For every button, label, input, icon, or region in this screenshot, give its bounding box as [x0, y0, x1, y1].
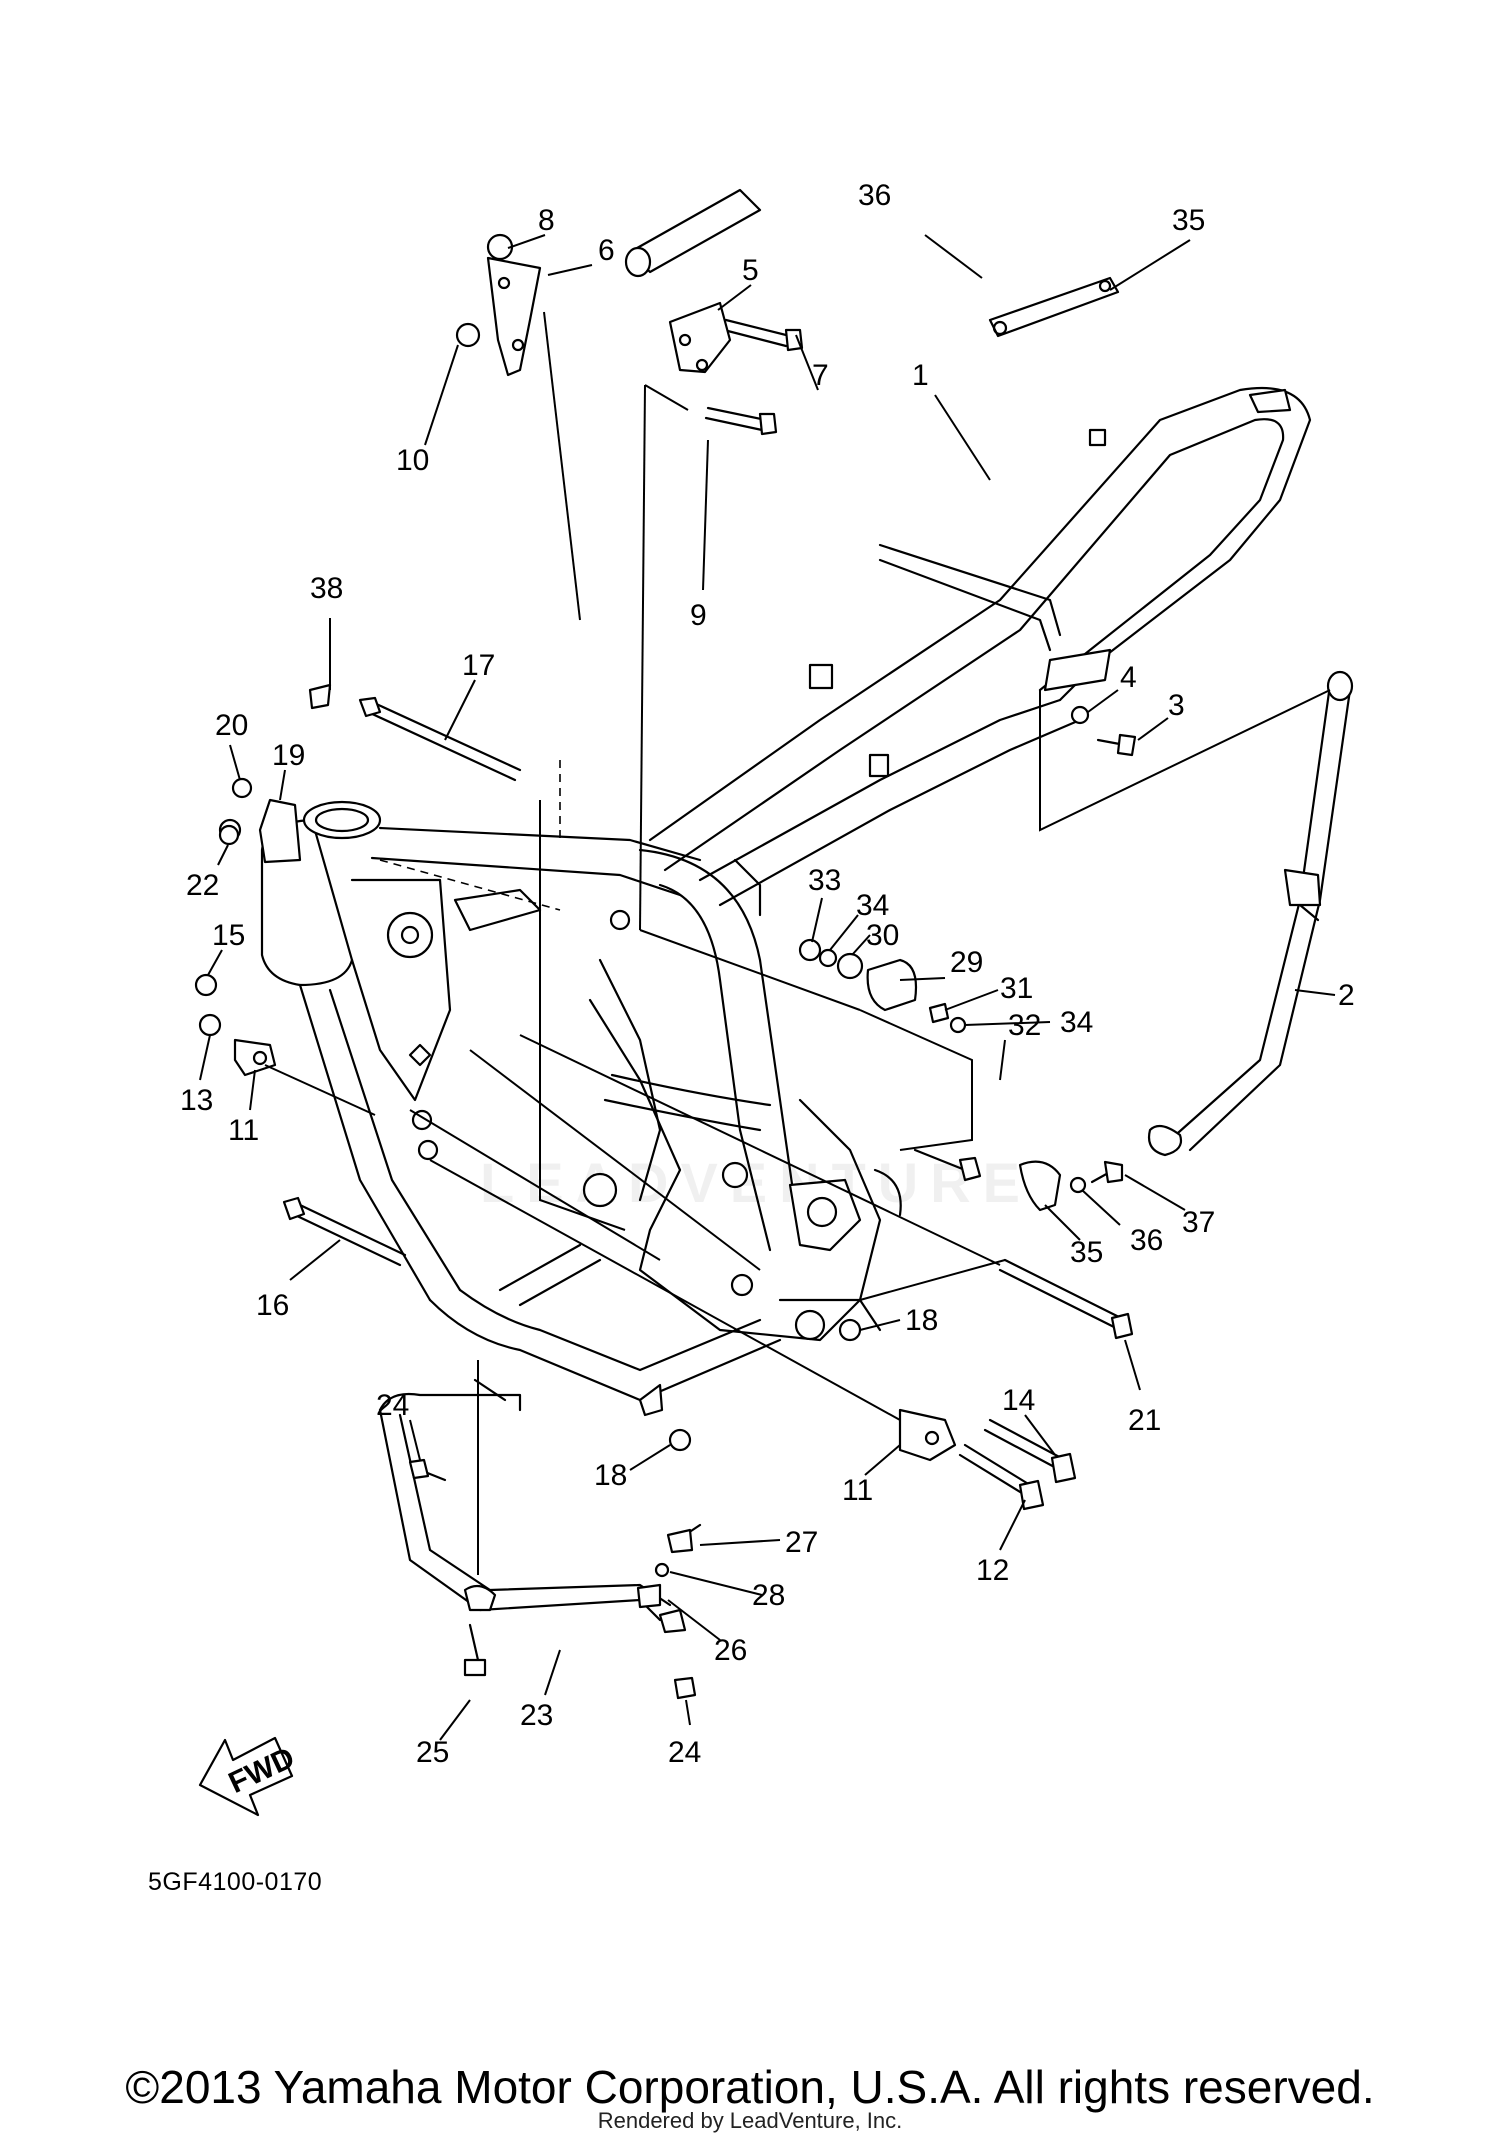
watermark: LEADVENTURE [480, 1151, 1033, 1214]
callout-10: 10 [396, 444, 429, 477]
callout-28: 28 [752, 1579, 785, 1612]
callouts: 36 35 1 2 3 4 5 6 7 8 9 10 11 11 12 13 1… [180, 179, 1355, 1769]
callout-36: 36 [1130, 1224, 1163, 1257]
main-frame [260, 800, 902, 1417]
callout-31: 31 [1000, 972, 1033, 1005]
callout-29: 29 [950, 946, 983, 979]
callout-19: 19 [272, 739, 305, 772]
callout-22: 22 [186, 869, 219, 902]
tools [624, 188, 1120, 338]
callout-4: 4 [1120, 661, 1137, 694]
callout-37: 37 [1182, 1206, 1215, 1239]
callout-39: 35 [1172, 204, 1205, 237]
callout-34-top: 34 [856, 889, 889, 922]
callout-16: 16 [256, 1289, 289, 1322]
callout-14: 14 [1002, 1384, 1035, 1417]
callout-30: 30 [866, 919, 899, 952]
callout-7: 7 [812, 359, 829, 392]
callout-26: 26 [714, 1634, 747, 1667]
callout-33: 33 [808, 864, 841, 897]
callout-3: 3 [1168, 689, 1185, 722]
callout-5: 5 [742, 254, 759, 287]
callout-12: 12 [976, 1554, 1009, 1587]
diagram-code: 5GF4100-0170 [148, 1868, 323, 1896]
callout-18-left: 18 [594, 1459, 627, 1492]
rear-frame [648, 386, 1312, 917]
callout-2: 2 [1338, 979, 1355, 1012]
callout-25: 25 [416, 1736, 449, 1769]
copyright-notice: ©2013 Yamaha Motor Corporation, U.S.A. A… [125, 2061, 1375, 2113]
subframe-stay [1147, 670, 1354, 1157]
callout-11-right: 11 [842, 1474, 873, 1507]
callout-13: 13 [180, 1084, 213, 1117]
rendered-by: Rendered by LeadVenture, Inc. [597, 2108, 903, 2133]
callout-21: 21 [1128, 1404, 1161, 1437]
callout-11-left: 11 [228, 1114, 259, 1147]
callout-17: 17 [462, 649, 495, 682]
callout-18-right: 18 [905, 1304, 938, 1337]
callout-27: 27 [785, 1526, 818, 1559]
fasteners [194, 233, 1137, 1700]
callout-35: 35 [1070, 1236, 1103, 1269]
fwd-arrow: FWD [198, 1736, 300, 1817]
callout-40: 36 [858, 179, 891, 212]
callout-8: 8 [538, 204, 555, 237]
callout-34-right: 34 [1060, 1006, 1093, 1039]
callout-6: 6 [598, 234, 615, 267]
leader-lines [199, 234, 1336, 1741]
callout-32: 32 [1008, 1009, 1041, 1042]
callout-38: 38 [310, 572, 343, 605]
callout-1: 1 [912, 359, 929, 392]
callout-24-top: 24 [376, 1389, 409, 1422]
callout-23: 23 [520, 1699, 553, 1732]
callout-9: 9 [690, 599, 707, 632]
callout-20: 20 [215, 709, 248, 742]
callout-15: 15 [212, 919, 245, 952]
assembly-lines [264, 311, 1331, 1575]
callout-24-bottom: 24 [668, 1736, 701, 1769]
